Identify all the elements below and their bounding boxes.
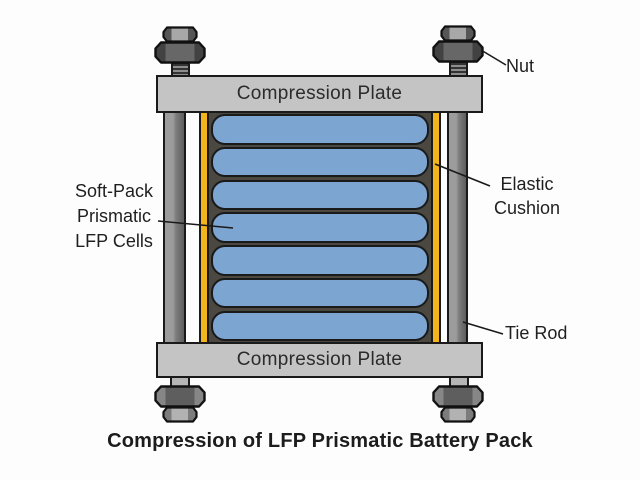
lfp-cell (211, 245, 429, 276)
soft-pack-cells-label: Soft-Pack Prismatic LFP Cells (74, 181, 154, 251)
elastic-cushion-right (431, 106, 441, 349)
compression-plate-top: Compression Plate (156, 75, 483, 113)
lfp-cell (211, 277, 429, 309)
diagram-title: Compression of LFP Prismatic Battery Pac… (107, 430, 533, 452)
tie-rod-right (447, 108, 468, 348)
lfp-cell (211, 146, 429, 178)
elastic-cushion-label: Elastic Cushion (493, 174, 561, 218)
lfp-cell (211, 179, 429, 210)
lfp-cell (211, 114, 429, 145)
compression-plate-bottom: Compression Plate (156, 342, 483, 378)
elastic-cushion-left (199, 106, 209, 349)
nut-bottom-left (154, 385, 206, 408)
lfp-cell (211, 212, 429, 243)
plate-top-label: Compression Plate (236, 83, 403, 104)
rod-end-hex-bottom-right (440, 406, 476, 423)
lfp-cell (211, 310, 429, 341)
nut-label: Nut (506, 56, 535, 76)
cell-stack (211, 114, 429, 341)
rod-end-hex-bottom-left (162, 406, 198, 423)
plate-bottom-label: Compression Plate (236, 349, 403, 370)
nut-top-right (432, 40, 484, 63)
nut-bottom-right (432, 385, 484, 408)
nut-top-left (154, 41, 206, 64)
tie-rod-label: Tie Rod (505, 323, 568, 343)
